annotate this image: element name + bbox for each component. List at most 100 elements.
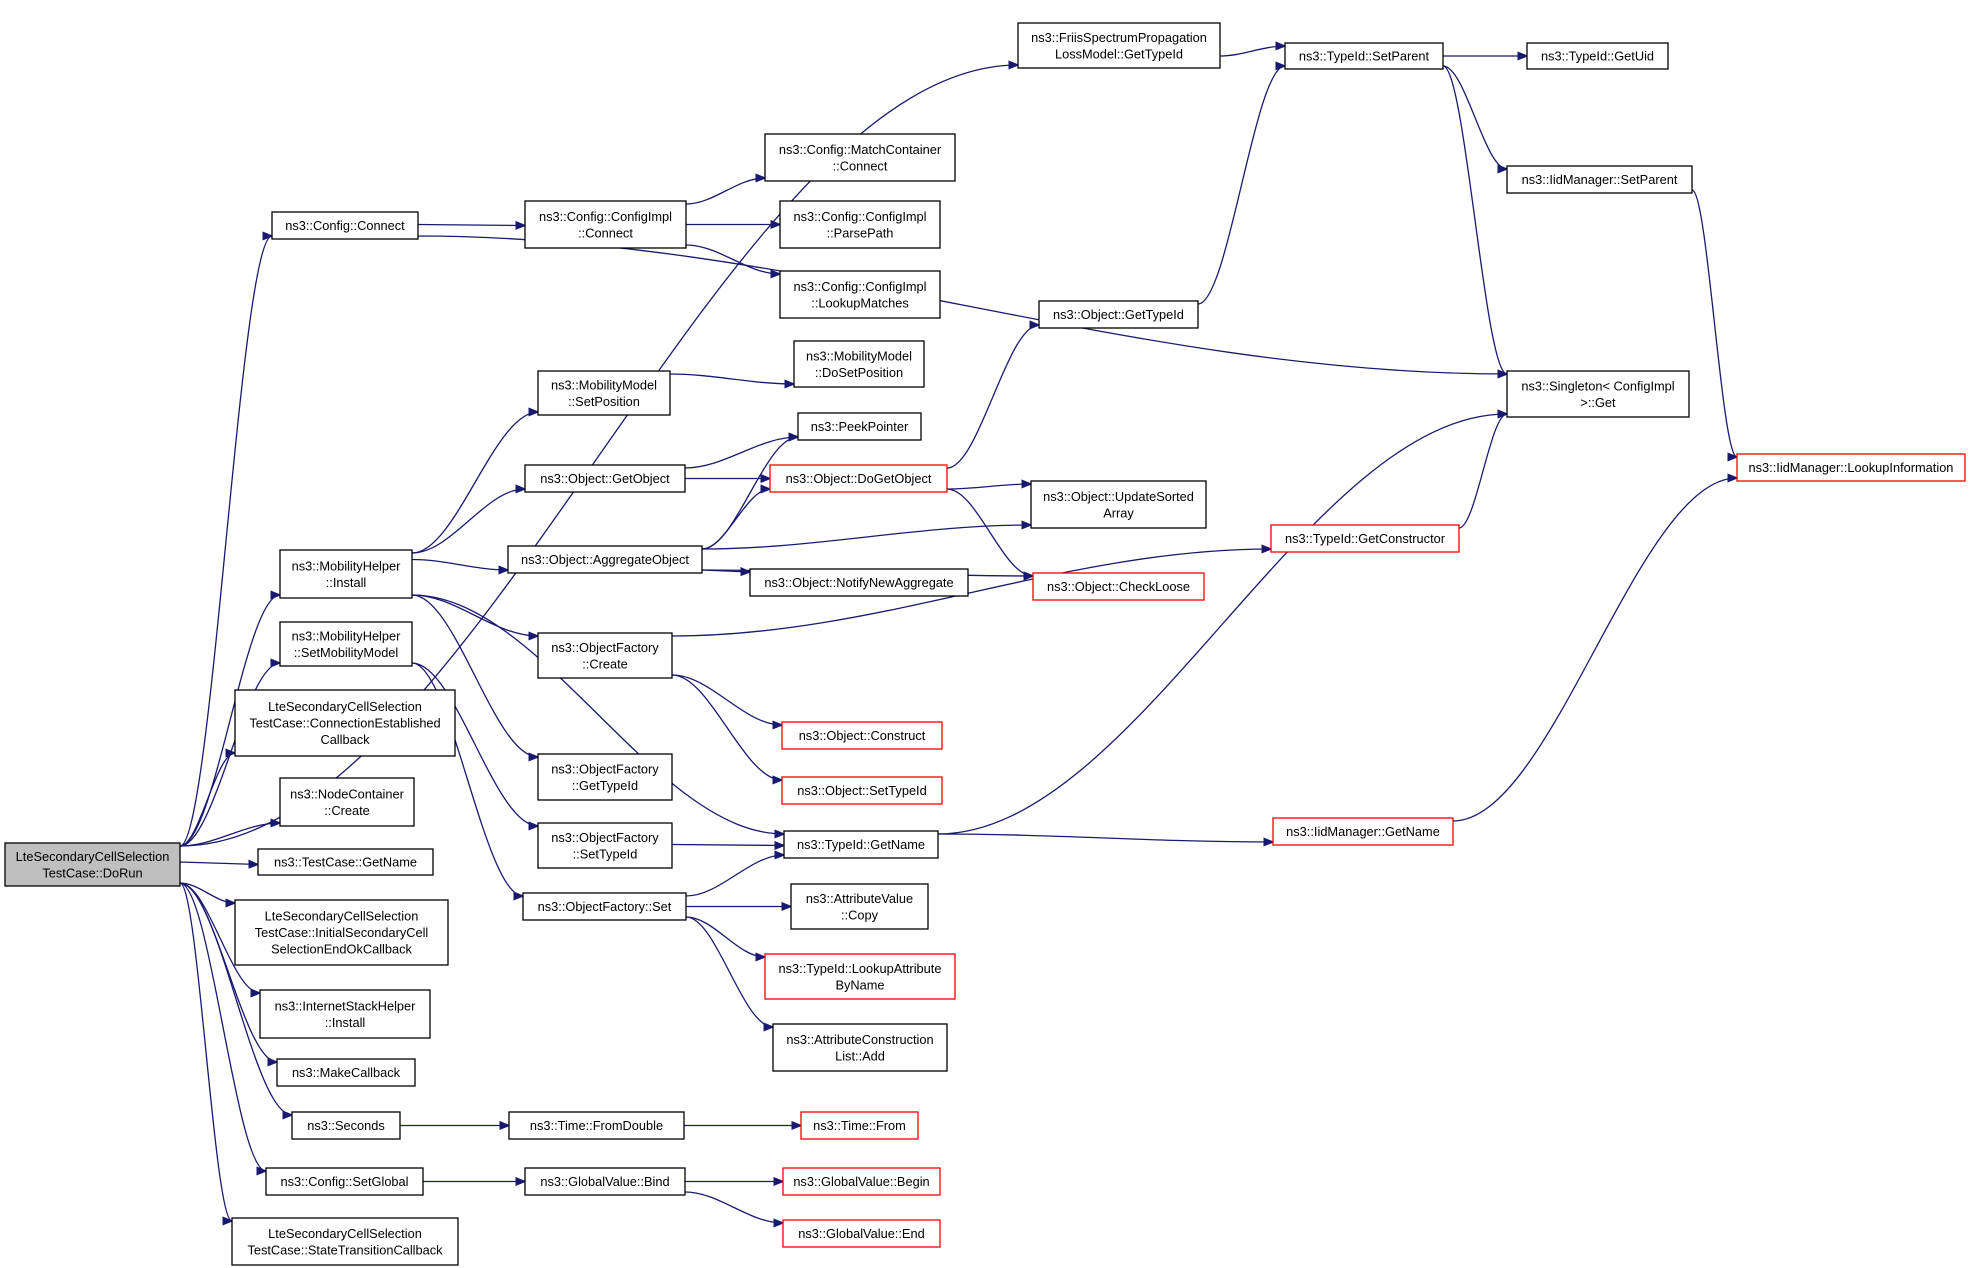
node-box (781, 721, 943, 750)
node-obj-getobject[interactable]: ns3::Object::GetObject (524, 464, 686, 493)
node-label-line: ::DoSetPosition (815, 365, 903, 380)
node-time-fromdouble[interactable]: ns3::Time::FromDouble (508, 1111, 685, 1140)
edge-friis-to-tid-setparent (1219, 46, 1285, 57)
node-aggregateobject[interactable]: ns3::Object::AggregateObject (507, 545, 703, 574)
node-box (1032, 572, 1205, 601)
node-label-line: ns3::MobilityModel (806, 348, 912, 363)
node-box (231, 1217, 459, 1266)
node-parsepath[interactable]: ns3::Config::ConfigImpl::ParsePath (779, 200, 941, 249)
node-mh-install[interactable]: ns3::MobilityHelper::Install (279, 549, 413, 599)
node-label-line: ::GetTypeId (572, 778, 638, 793)
node-conn-established[interactable]: LteSecondaryCellSelectionTestCase::Conne… (234, 689, 456, 757)
node-iid-getname[interactable]: ns3::IidManager::GetName (1272, 817, 1454, 846)
node-cfg-setglobal[interactable]: ns3::Config::SetGlobal (265, 1167, 424, 1196)
node-obj-construct[interactable]: ns3::Object::Construct (781, 721, 943, 750)
edge-iid-getname-to-iid-lookupinfo (1452, 478, 1737, 822)
node-box (524, 200, 687, 249)
node-box (797, 412, 922, 441)
node-tid-getname[interactable]: ns3::TypeId::GetName (783, 830, 939, 859)
node-obj-gettypeid[interactable]: ns3::Object::GetTypeId (1038, 300, 1199, 329)
node-label-line: ns3::ObjectFactory::Set (538, 899, 672, 914)
node-label-line: Callback (320, 732, 370, 747)
node-label-line: ns3::TypeId::LookupAttribute (779, 961, 942, 976)
node-mm-dosetposition[interactable]: ns3::MobilityModel::DoSetPosition (793, 340, 925, 388)
node-time-from[interactable]: ns3::Time::From (800, 1111, 919, 1140)
node-ish-install[interactable]: ns3::InternetStackHelper::Install (259, 989, 431, 1039)
node-of-gettypeid[interactable]: ns3::ObjectFactory::GetTypeId (537, 753, 673, 801)
edge-iid-setparent-to-iid-lookupinfo (1691, 189, 1738, 457)
node-box (271, 211, 419, 240)
node-initial-secondary[interactable]: LteSecondaryCellSelectionTestCase::Initi… (234, 899, 449, 966)
node-box (537, 822, 673, 869)
node-of-create[interactable]: ns3::ObjectFactory::Create (537, 632, 673, 679)
node-notifynewaggregate[interactable]: ns3::Object::NotifyNewAggregate (749, 568, 969, 597)
node-state-transition[interactable]: LteSecondaryCellSelectionTestCase::State… (231, 1217, 459, 1266)
edge-layer (179, 46, 1738, 1223)
edge-mh-install-to-mm-setposition (411, 412, 538, 554)
node-box (259, 989, 431, 1039)
edge-aggregateobject-to-obj-dogetobject (701, 489, 770, 550)
edge-mm-setposition-to-mm-dosetposition (669, 373, 794, 384)
node-nc-create[interactable]: ns3::NodeContainer::Create (279, 777, 415, 827)
node-box (291, 1111, 401, 1140)
node-checkloose[interactable]: ns3::Object::CheckLoose (1032, 572, 1205, 601)
node-friis[interactable]: ns3::FriisSpectrumPropagationLossModel::… (1017, 22, 1221, 69)
node-iid-lookupinfo[interactable]: ns3::IidManager::LookupInformation (1736, 453, 1966, 482)
node-label-line: ns3::TypeId::SetParent (1299, 49, 1430, 64)
edge-cfgimpl-connect-to-lookupmatches (685, 244, 780, 274)
node-of-settypeid[interactable]: ns3::ObjectFactory::SetTypeId (537, 822, 673, 869)
node-mh-setmobilitymodel[interactable]: ns3::MobilityHelper::SetMobilityModel (279, 621, 413, 667)
edge-tid-setparent-to-iid-setparent (1442, 65, 1507, 169)
node-attrval-copy[interactable]: ns3::AttributeValue::Copy (790, 883, 929, 930)
node-label-line: ::Create (582, 656, 628, 671)
node-mm-setposition[interactable]: ns3::MobilityModel::SetPosition (537, 370, 671, 416)
node-seconds[interactable]: ns3::Seconds (291, 1111, 401, 1140)
node-tid-setparent[interactable]: ns3::TypeId::SetParent (1284, 42, 1444, 70)
node-label-line: ns3::Object::GetObject (540, 471, 670, 486)
node-box (1284, 42, 1444, 70)
edge-aggregateobject-to-updatesorted (701, 525, 1031, 550)
node-makecallback[interactable]: ns3::MakeCallback (276, 1058, 416, 1087)
node-lookupmatches[interactable]: ns3::Config::ConfigImpl::LookupMatches (779, 270, 941, 319)
node-label-line: ns3::TypeId::GetName (797, 837, 925, 852)
node-cfgimpl-connect[interactable]: ns3::Config::ConfigImpl::Connect (524, 200, 687, 249)
node-obj-dogetobject[interactable]: ns3::Object::DoGetObject (769, 464, 948, 493)
node-cfg-connect[interactable]: ns3::Config::Connect (271, 211, 419, 240)
edge-mh-install-to-of-create (411, 594, 538, 636)
node-label-line: LteSecondaryCellSelection (265, 909, 419, 924)
node-label-line: ::LookupMatches (811, 295, 908, 310)
node-of-set[interactable]: ns3::ObjectFactory::Set (522, 892, 687, 921)
node-mc-connect[interactable]: ns3::Config::MatchContainer::Connect (764, 133, 956, 182)
node-tc-getname[interactable]: ns3::TestCase::GetName (257, 848, 434, 876)
edge-tid-getconstructor-to-singleton-get (1458, 414, 1507, 529)
node-box (1506, 370, 1690, 418)
node-obj-settypeid[interactable]: ns3::Object::SetTypeId (781, 776, 943, 805)
node-label-line: ns3::ObjectFactory (551, 830, 659, 845)
node-box (1017, 22, 1221, 69)
node-label-line: >::Get (1580, 395, 1616, 410)
node-gv-begin[interactable]: ns3::GlobalValue::Begin (782, 1167, 941, 1196)
edge-of-set-to-tid-lookupattr (685, 916, 765, 957)
node-label-line: ns3::GlobalValue::Bind (540, 1174, 669, 1189)
node-tid-getuid[interactable]: ns3::TypeId::GetUid (1526, 42, 1669, 70)
node-label-line: ns3::Object::UpdateSorted (1043, 489, 1194, 504)
node-singleton-get[interactable]: ns3::Singleton< ConfigImpl >::Get (1506, 370, 1690, 418)
node-tid-getconstructor[interactable]: ns3::TypeId::GetConstructor (1270, 524, 1460, 553)
node-box (781, 776, 943, 805)
node-box (790, 883, 929, 930)
node-iid-setparent[interactable]: ns3::IidManager::SetParent (1506, 165, 1693, 194)
node-peekpointer[interactable]: ns3::PeekPointer (797, 412, 922, 441)
node-label-line: List::Add (835, 1048, 885, 1063)
node-gv-bind[interactable]: ns3::GlobalValue::Bind (524, 1167, 686, 1196)
edge-dorun-to-mh-install (179, 595, 280, 847)
node-gv-end[interactable]: ns3::GlobalValue::End (782, 1219, 941, 1248)
node-label-line: ns3::Object::SetTypeId (797, 783, 926, 798)
node-label-line: ns3::Config::ConfigImpl (793, 279, 926, 294)
node-label-line: Array (1103, 505, 1134, 520)
node-label-line: ns3::ObjectFactory (551, 761, 659, 776)
